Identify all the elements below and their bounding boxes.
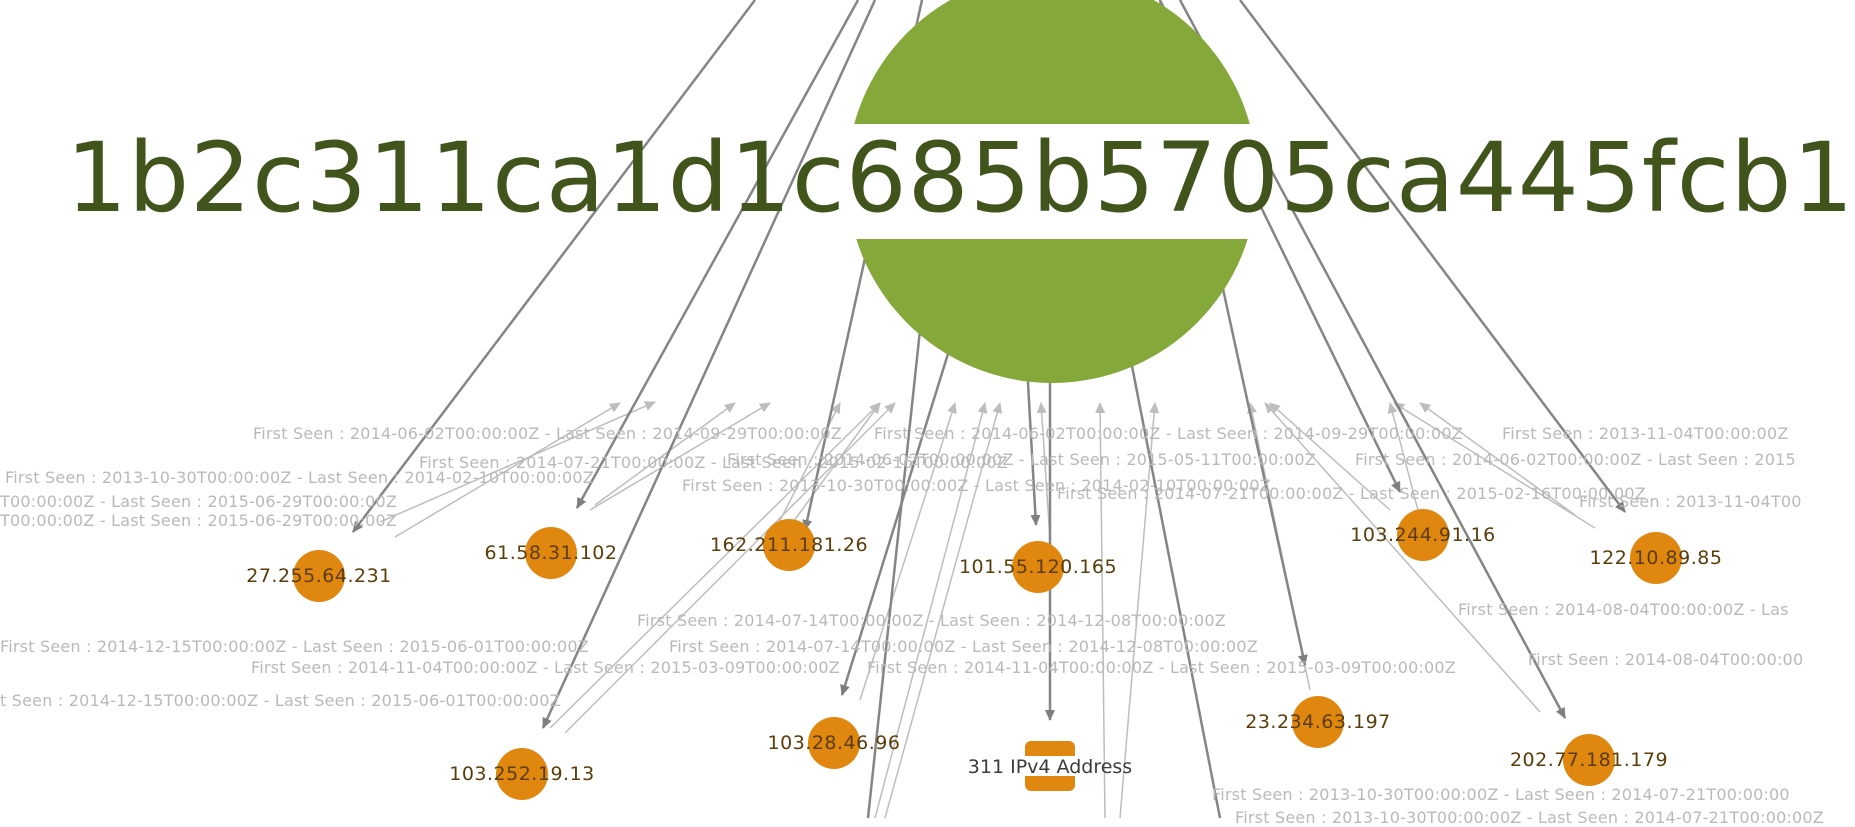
edge-line[interactable] <box>1119 402 1160 819</box>
edge-line[interactable] <box>1264 402 1541 713</box>
edge-label: First Seen : 2014-11-04T00:00:00Z - Last… <box>867 658 1456 677</box>
ip-node-122-10-89-85[interactable] <box>1630 532 1682 584</box>
edge-line[interactable] <box>541 0 877 729</box>
ip-node-label[interactable]: 162.211.181.26 <box>709 534 869 556</box>
edge-line[interactable] <box>379 401 656 523</box>
ip-node-61-58-31-102[interactable] <box>525 527 577 579</box>
edge-label: First Seen : 2014-08-04T00:00:00Z - Las <box>1458 600 1789 619</box>
edge-line[interactable] <box>1419 402 1576 516</box>
edge-label: First Seen : 2014-07-21T00:00:00Z - Last… <box>419 453 1008 472</box>
edge-label: First Seen : 2014-08-04T00:00:00 <box>1528 650 1804 669</box>
center-node[interactable] <box>845 0 1260 383</box>
ip-node-icon[interactable] <box>1630 532 1682 584</box>
edge-line[interactable] <box>394 402 621 538</box>
edge-line[interactable] <box>1269 402 1391 511</box>
edge-label: First Seen : 2013-11-04T00:00:00Z <box>1502 424 1789 443</box>
edge-line[interactable] <box>594 402 736 506</box>
ip-node-label[interactable]: 23.234.63.197 <box>1245 711 1391 733</box>
ip-nodes <box>293 509 1682 800</box>
center-node-label-band <box>845 124 1260 239</box>
edge-label: First Seen : 2014-11-04T00:00:00Z - Last… <box>251 658 840 677</box>
type-node-label[interactable]: 311 IPv4 Address <box>967 756 1133 778</box>
ip-node-icon[interactable] <box>496 748 548 800</box>
edge-line[interactable] <box>589 402 771 511</box>
edge-label: First Seen : 2013-10-30T00:00:00Z - Last… <box>5 468 594 487</box>
edge-label: First Seen : 2014-06-02T00:00:00Z - Last… <box>874 424 1463 443</box>
edge-label: First Seen : 2013-11-04T00 <box>1579 492 1802 511</box>
graph-canvas <box>293 0 1682 819</box>
edge-label: First Seen : 2013-10-30T00:00:00Z - Last… <box>1212 785 1790 804</box>
ip-node-icon[interactable] <box>763 519 815 571</box>
ip-node-label[interactable]: 27.255.64.231 <box>246 565 392 587</box>
type-node-label-band <box>1020 756 1080 776</box>
ip-node-icon[interactable] <box>1397 509 1449 561</box>
edge-label: First Seen : 2014-07-14T00:00:00Z - Last… <box>669 637 1258 656</box>
edge-line[interactable] <box>1095 402 1106 819</box>
ip-node-27-255-64-231[interactable] <box>293 550 345 602</box>
edge-line[interactable] <box>1239 0 1626 513</box>
edge-label: T00:00:00Z - Last Seen : 2015-06-29T00:0… <box>0 492 398 511</box>
ip-node-103-28-46-96[interactable] <box>808 717 860 769</box>
center-node-hash-label[interactable]: 1b2c311ca1d1c685b5705ca445fcb1 <box>66 122 1855 234</box>
edge-line[interactable] <box>884 402 1003 819</box>
ip-node-103-252-19-13[interactable] <box>496 748 548 800</box>
ip-node-label[interactable]: 122.10.89.85 <box>1589 547 1723 569</box>
ip-node-label[interactable]: 103.28.46.96 <box>767 732 901 754</box>
edge-label: T00:00:00Z - Last Seen : 2015-06-29T00:0… <box>0 511 398 530</box>
edge-line[interactable] <box>859 402 957 701</box>
ip-node-103-244-91-16[interactable] <box>1397 509 1449 561</box>
edge-line[interactable] <box>779 402 881 541</box>
ip-node-icon[interactable] <box>525 527 577 579</box>
ip-node-101-55-120-165[interactable] <box>1012 541 1064 593</box>
ip-node-label[interactable]: 103.252.19.13 <box>449 763 595 785</box>
edge-label: First Seen : 2014-06-02T00:00:00Z - Last… <box>727 450 1316 469</box>
ip-node-label[interactable]: 103.244.91.16 <box>1350 524 1496 546</box>
edge-line[interactable] <box>1393 402 1596 529</box>
edge-label: First Seen : 2013-10-30T00:00:00Z - Last… <box>682 476 1271 495</box>
edge-line[interactable] <box>352 0 756 533</box>
type-node[interactable] <box>1020 741 1080 791</box>
edge-label: First Seen : 2014-12-15T00:00:00Z - Last… <box>0 637 589 656</box>
edge-line[interactable] <box>549 402 881 729</box>
edge-label: First Seen : 2014-07-21T00:00:00Z - Last… <box>1057 484 1646 503</box>
ip-node-icon[interactable] <box>293 550 345 602</box>
edge-line[interactable] <box>1387 402 1421 519</box>
ip-node-label[interactable]: 61.58.31.102 <box>484 542 618 564</box>
ip-node-icon[interactable] <box>1292 696 1344 748</box>
ip-node-162-211-181-26[interactable] <box>763 519 815 571</box>
ip-node-label[interactable]: 202.77.181.179 <box>1509 749 1669 771</box>
ip-node-icon[interactable] <box>1012 541 1064 593</box>
edge-label: First Seen : 2014-06-02T00:00:00Z - Last… <box>253 424 842 443</box>
edge-line[interactable] <box>866 329 922 819</box>
ip-node-23-234-63-197[interactable] <box>1292 696 1344 748</box>
edge-label: First Seen : 2014-07-14T00:00:00Z - Last… <box>637 611 1226 630</box>
ip-node-label[interactable]: 101.55.120.165 <box>958 556 1118 578</box>
edge-label: First Seen : 2013-10-30T00:00:00Z - Last… <box>1235 808 1824 827</box>
ip-node-icon[interactable] <box>1563 734 1615 786</box>
edge-label: First Seen : 2014-06-02T00:00:00Z - Last… <box>1355 450 1796 469</box>
edge-line[interactable] <box>874 402 988 819</box>
edge-line[interactable] <box>575 0 860 509</box>
ip-node-icon[interactable] <box>808 717 860 769</box>
edge-line[interactable] <box>1123 329 1222 819</box>
ip-node-202-77-181-179[interactable] <box>1563 734 1615 786</box>
edge-label: t Seen : 2014-12-15T00:00:00Z - Last See… <box>0 691 561 710</box>
